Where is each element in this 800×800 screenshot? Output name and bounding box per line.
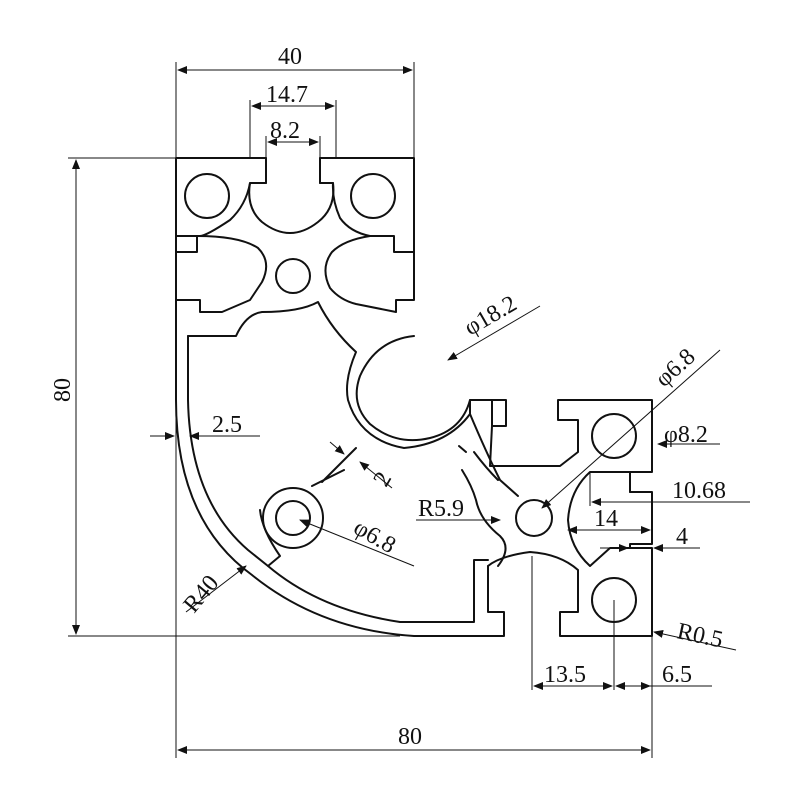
hole-top-left [184, 173, 230, 219]
dim-hole-corner: φ8.2 [664, 422, 708, 448]
web-lower [458, 445, 507, 567]
hole-top-right [350, 173, 396, 219]
dim-slot-inner: 14 [594, 506, 618, 532]
dim-height-left: 80 [50, 378, 76, 402]
web-ribs [311, 413, 519, 497]
dim-wall-thickness: 2.5 [212, 412, 242, 438]
inner-arc-wall [187, 335, 281, 567]
top-right-block [319, 157, 415, 253]
hole-top-center [275, 258, 311, 294]
dim-bottom-edge-offset: 6.5 [662, 662, 692, 688]
hole-right-center [515, 499, 553, 537]
dim-inner-radius: R5.9 [418, 496, 464, 522]
dim-lip: 4 [676, 524, 688, 550]
center-hole-arc [355, 335, 471, 442]
hole-right-top [591, 413, 637, 459]
dim-outer-radius: R40 [179, 570, 225, 617]
dimension-labels: 40 14.7 8.2 80 80 2.5 2 R40 R5.9 φ18.2 φ… [50, 44, 726, 750]
dim-bottom-slot-offset: 13.5 [544, 662, 586, 688]
left-leg [175, 299, 505, 637]
inner-arc-lower [267, 559, 489, 623]
top-slot-outline [248, 157, 335, 234]
dim-hole-small-a: φ6.8 [349, 515, 400, 559]
dim-slot-opening: 8.2 [270, 118, 300, 144]
right-slot [567, 471, 631, 567]
inner-cavity-wall [187, 301, 493, 449]
dim-width-bottom: 80 [398, 724, 422, 750]
hole-left-center-boss [262, 487, 324, 549]
top-neck [175, 235, 415, 313]
dim-slot-depth: 10.68 [672, 478, 726, 504]
dim-center-hole: φ18.2 [460, 291, 521, 341]
dimension-lines [68, 62, 750, 758]
dim-slot-width: 14.7 [266, 82, 308, 108]
dim-hole-small-b: φ6.8 [651, 344, 701, 393]
right-block [487, 399, 653, 637]
profile-outline [175, 157, 653, 637]
dim-fillet: R0.5 [675, 618, 725, 653]
dim-width-top: 40 [278, 44, 302, 70]
dim-rib: 2 [369, 468, 398, 491]
hole-left-center [275, 500, 311, 536]
